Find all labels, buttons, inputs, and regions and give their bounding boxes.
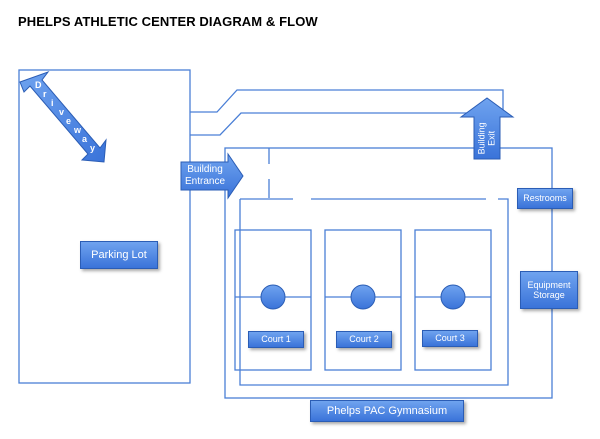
court-2-outline bbox=[324, 229, 402, 371]
building-exit-label: Building Exit bbox=[477, 109, 498, 167]
parking-lot-text: Parking Lot bbox=[91, 248, 147, 261]
restrooms-text: Restrooms bbox=[523, 193, 567, 204]
driveway-letter: a bbox=[82, 134, 88, 144]
driveway-letter: i bbox=[51, 98, 54, 108]
driveway-letter: D bbox=[35, 80, 42, 90]
court-3-outline bbox=[414, 229, 492, 371]
court-1-outline bbox=[234, 229, 312, 371]
court-2-text: Court 2 bbox=[349, 334, 379, 345]
flow-path-upper bbox=[190, 89, 504, 113]
driveway-letter: y bbox=[90, 143, 96, 153]
driveway-letter: w bbox=[74, 125, 82, 135]
court-1-center-circle bbox=[260, 284, 286, 310]
gymnasium-label: Phelps PAC Gymnasium bbox=[310, 400, 464, 422]
driveway-letter: v bbox=[59, 107, 65, 117]
flow-path-lower bbox=[190, 112, 479, 136]
building-exit-line1: Building bbox=[476, 122, 487, 155]
exit-arrow-icon bbox=[459, 97, 515, 160]
gymnasium-text: Phelps PAC Gymnasium bbox=[326, 404, 448, 417]
entrance-arrow-icon bbox=[180, 152, 244, 200]
restrooms-box: Restrooms bbox=[517, 188, 573, 209]
court-2-center-circle bbox=[350, 284, 376, 310]
parking-lot-outline bbox=[18, 69, 191, 384]
equipment-storage-line1: Equipment bbox=[527, 279, 571, 290]
court-1-label: Court 1 bbox=[248, 331, 304, 348]
parking-lot-label: Parking Lot bbox=[80, 241, 158, 269]
driveway-letter: e bbox=[66, 116, 72, 126]
court-3-center-circle bbox=[440, 284, 466, 310]
equipment-storage-box: Equipment Storage bbox=[520, 271, 578, 309]
court-3-text: Court 3 bbox=[435, 333, 465, 344]
building-outer bbox=[224, 147, 553, 399]
building-entrance-line2: Entrance bbox=[184, 175, 226, 187]
driveway-arrow-icon bbox=[19, 70, 107, 163]
driveway-letter: r bbox=[43, 89, 47, 99]
court-3-label: Court 3 bbox=[422, 330, 478, 347]
building-entrance-line1: Building bbox=[187, 164, 223, 175]
court-2-label: Court 2 bbox=[336, 331, 392, 348]
page-title: PHELPS ATHLETIC CENTER DIAGRAM & FLOW bbox=[18, 14, 318, 29]
building-inner bbox=[239, 198, 509, 386]
building-entrance-label: Building Entrance bbox=[181, 164, 229, 187]
building-exit-line2: Exit bbox=[487, 130, 497, 146]
equipment-storage-line2: Storage bbox=[533, 290, 565, 300]
court-1-text: Court 1 bbox=[261, 334, 291, 345]
